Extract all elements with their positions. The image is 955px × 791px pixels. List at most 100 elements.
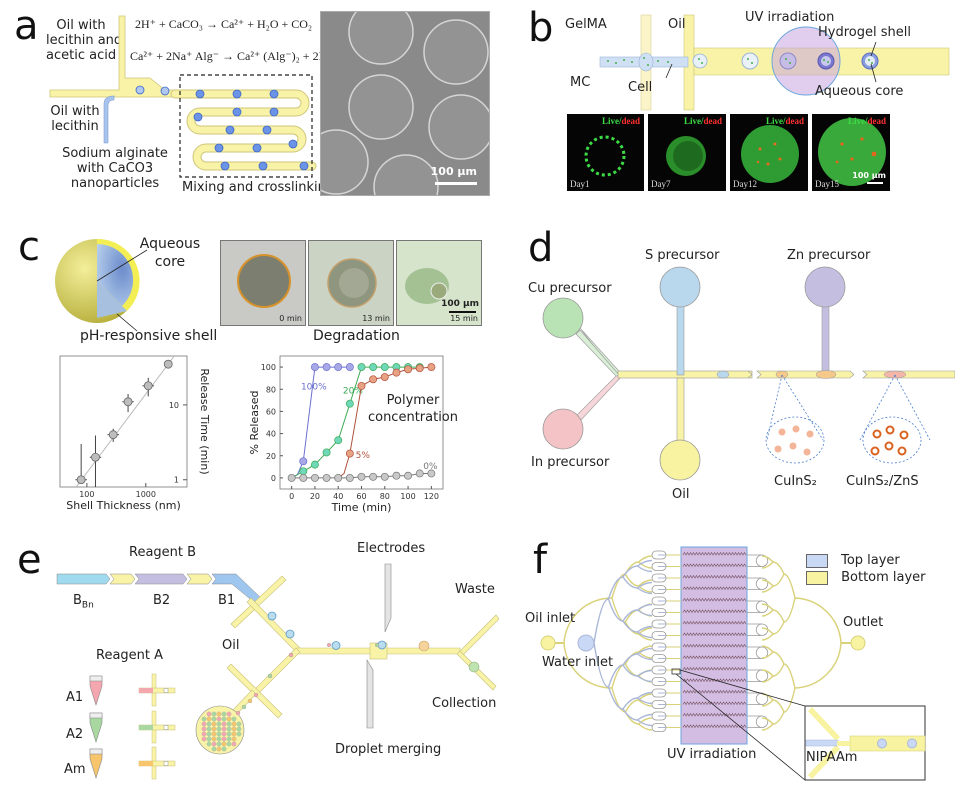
library-droplet: [211, 716, 217, 722]
data-point: [369, 472, 378, 481]
equation-2: Ca²⁺ + 2Na⁺ Alg⁻ → Ca²⁺ (Alg⁻)₂ + 2Na⁺: [130, 49, 339, 63]
stain-dead: dead: [785, 116, 804, 126]
cu-channel: [579, 327, 623, 376]
reagent-junction: [138, 710, 176, 744]
label-mc: MC: [570, 75, 591, 90]
plot-frame: [59, 355, 188, 488]
oil-tree: [638, 585, 653, 593]
outlet-tree: [772, 711, 785, 725]
tube-cap: [89, 675, 103, 682]
library-droplet: [201, 731, 207, 737]
water-tree: [607, 664, 624, 688]
core-shell-particles: [870, 425, 909, 456]
library-droplet: [221, 721, 227, 727]
data-point: [380, 373, 389, 382]
data-point: [163, 359, 173, 369]
inset-oil-top: [808, 707, 840, 741]
label-collection: Collection: [432, 696, 497, 711]
cu-reservoir: [542, 297, 584, 339]
water-tree: [637, 697, 653, 705]
library-droplet: [226, 736, 232, 742]
stain-label: Live/dead: [848, 116, 886, 126]
data-point: [380, 472, 389, 481]
series-label: 5%: [356, 451, 371, 461]
x-tick-label: 40: [333, 492, 343, 501]
junction-droplet: [163, 761, 169, 766]
label-bn: BBn: [73, 593, 94, 611]
inset-oil-bottom: [808, 745, 840, 779]
marker: [123, 397, 133, 407]
label-cu-precursor: Cu precursor: [528, 281, 612, 296]
stain-sep: /: [782, 116, 786, 126]
serpentine: [682, 643, 747, 648]
label-a1: A1: [66, 690, 84, 705]
oil-tree: [638, 627, 653, 635]
marker: [143, 381, 153, 391]
outlet-tree: [772, 609, 785, 623]
library-droplet: [236, 721, 242, 727]
library-droplet: [216, 736, 222, 742]
data-point: [357, 381, 366, 390]
library-droplet: [211, 736, 217, 742]
library-droplet: [253, 692, 259, 698]
water-tree: [622, 697, 638, 710]
outlet-tree: [761, 627, 774, 635]
text-line: concentration: [367, 410, 459, 425]
library-droplet: [216, 716, 222, 722]
library-droplet: [211, 711, 217, 717]
label-zn-precursor: Zn precursor: [787, 248, 871, 263]
inset-neck: [837, 741, 850, 746]
data-point: [122, 393, 134, 413]
data-point: [310, 460, 319, 469]
library-droplet: [226, 721, 232, 727]
water-tree: [593, 598, 609, 644]
water-tree: [622, 653, 638, 666]
y-tick-label: 60: [266, 407, 276, 416]
library-droplet: [236, 726, 242, 732]
oil-acetic-channel: [49, 15, 181, 98]
serpentine: [682, 551, 747, 556]
micro-scale-bar: [449, 311, 476, 313]
panel-f-label: f: [533, 537, 548, 583]
outlet-tree: [783, 687, 796, 713]
outlet-tree: [772, 621, 785, 635]
label-gelma: GelMA: [565, 17, 607, 32]
library-droplet: [231, 721, 237, 727]
water-tree: [622, 576, 638, 589]
library-droplet: [235, 710, 241, 716]
water-tree: [607, 576, 624, 600]
library-droplet: [221, 716, 227, 722]
reagent-tube: [89, 748, 103, 779]
library-droplet: [236, 731, 242, 737]
row-outlet: [747, 692, 769, 705]
label-reagent-a: Reagent A: [96, 648, 164, 663]
reagent-junction: [138, 746, 176, 780]
library-droplet: [211, 721, 217, 727]
outlet-tree: [772, 663, 785, 677]
x-tick-label: 0: [289, 492, 294, 501]
water-tree: [637, 581, 653, 589]
water-tree: [637, 713, 653, 721]
text-line: Aqueous: [139, 236, 201, 252]
x-tick-label: 80: [380, 492, 390, 501]
data-point: [334, 363, 343, 372]
outlet-tree: [783, 663, 796, 689]
outlet-tree: [761, 585, 774, 593]
series-20pct: 20%: [291, 363, 424, 479]
outlet-tree: [761, 633, 774, 641]
water-tree: [607, 598, 624, 622]
water-tree: [637, 719, 653, 727]
sem-micrograph: 100 μm: [320, 11, 490, 196]
junction-reagent: [139, 725, 153, 730]
library-droplet: [231, 716, 237, 722]
label-aqueous-core-b: Aqueous core: [815, 84, 904, 99]
panel-a-inlet-top-label: Oil with lecithin and acetic acid: [46, 18, 122, 63]
row-outlet: [747, 623, 763, 636]
tube-cap: [89, 748, 103, 755]
label-b1: B1: [218, 593, 235, 608]
fluor-scale-bar: [867, 182, 883, 184]
reagent-tube: [89, 712, 103, 743]
sem-scale-label: 100 μm: [430, 165, 477, 178]
data-point: [345, 363, 354, 372]
